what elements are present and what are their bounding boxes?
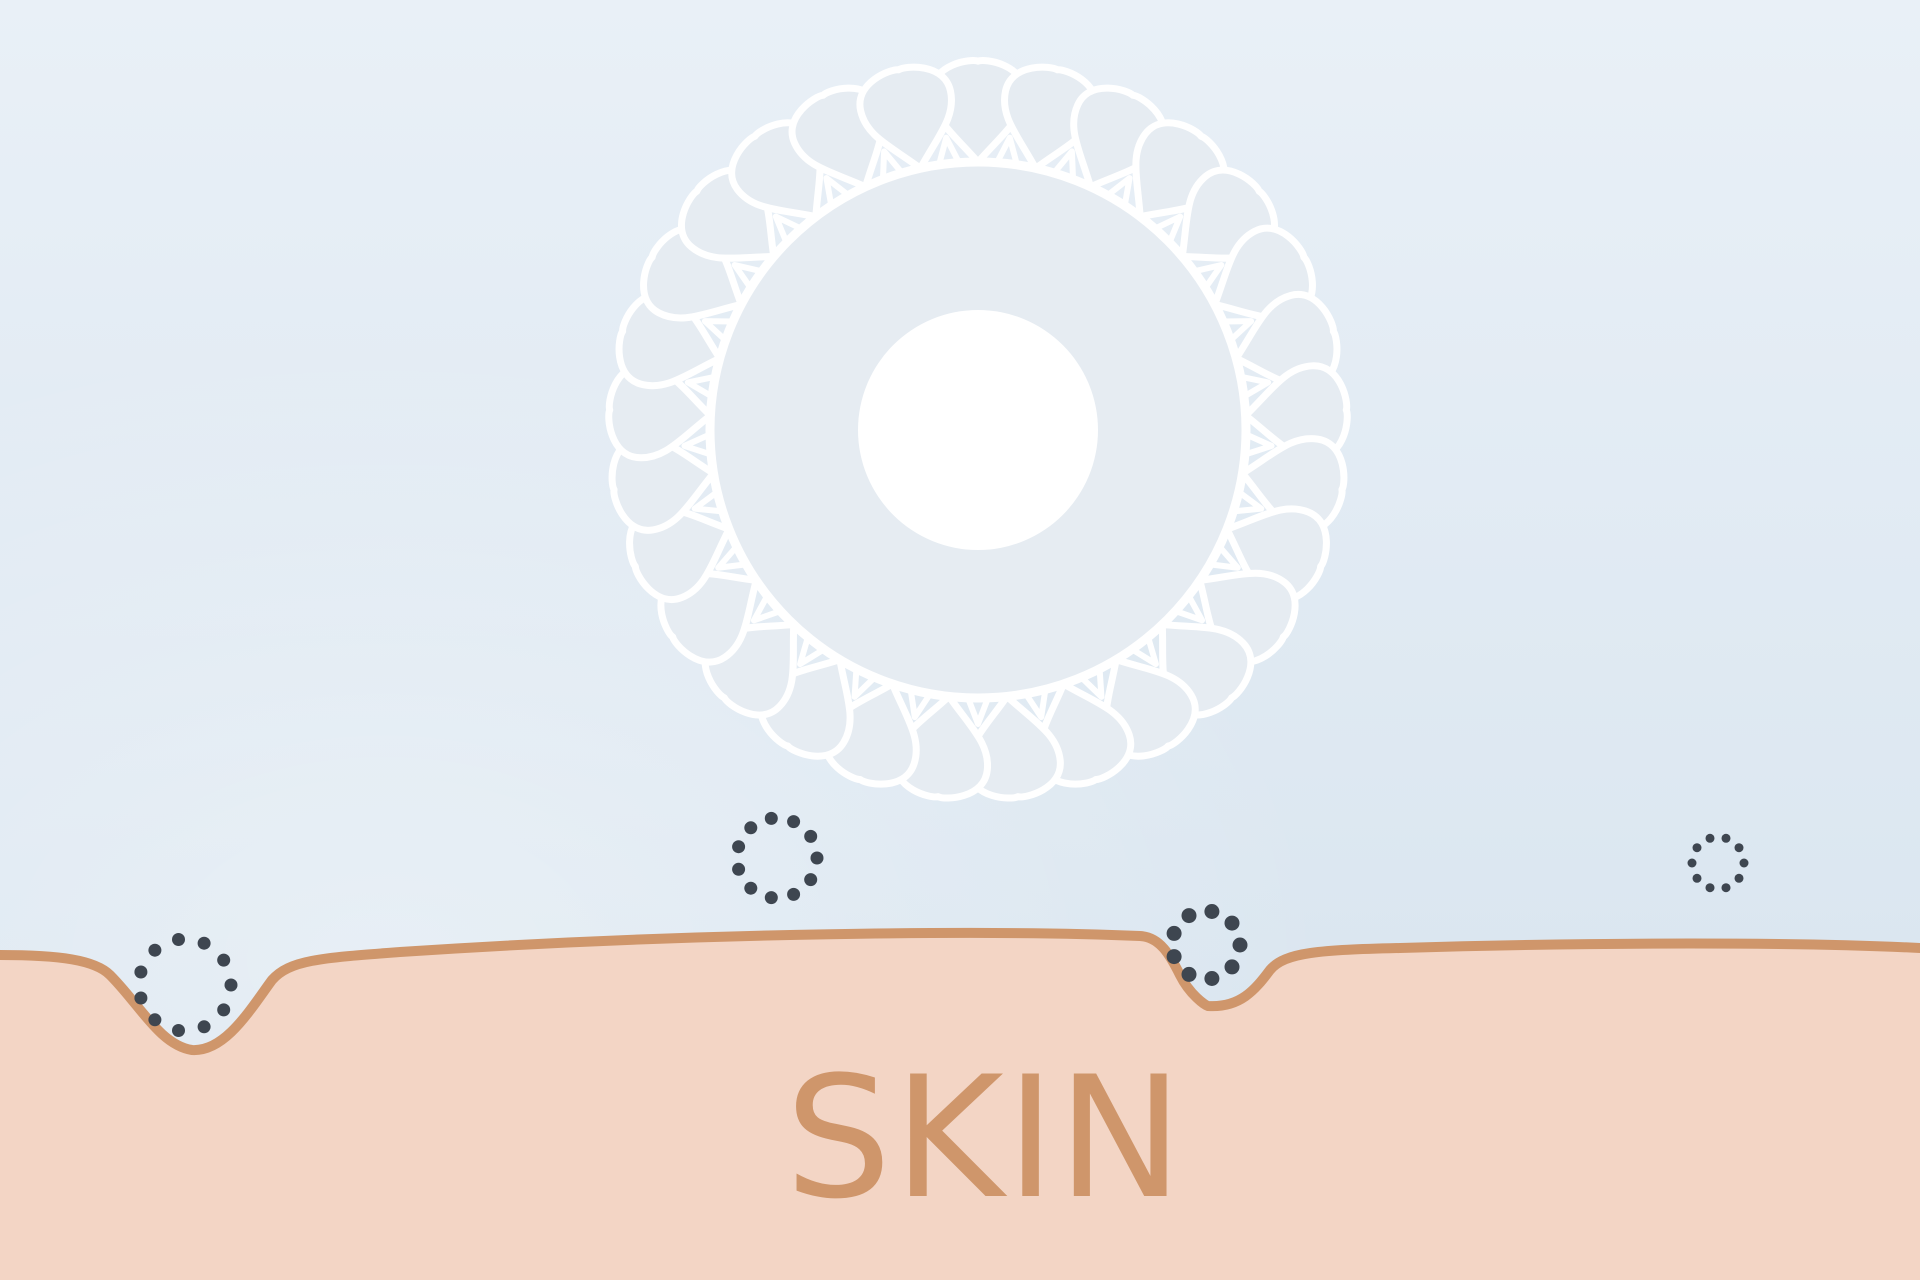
- micelle-tail: [715, 544, 747, 571]
- dirt-dot: [134, 991, 148, 1005]
- micelle-tail: [936, 134, 962, 166]
- dirt-dot: [764, 891, 778, 905]
- micelle-tail: [1223, 318, 1255, 343]
- dirt-dot: [1166, 925, 1182, 941]
- particle-in-pore-right: [1166, 904, 1248, 986]
- micelle-tail: [1130, 636, 1159, 668]
- dirt-dot: [804, 873, 818, 887]
- dirt-dot: [217, 953, 231, 967]
- dirt-dot: [148, 1013, 162, 1027]
- dirt-dot: [1204, 904, 1220, 919]
- dirt-dot: [172, 1024, 185, 1037]
- dirt-dot: [1166, 949, 1182, 965]
- dirt-dot: [1232, 937, 1248, 953]
- micelle-tail: [797, 636, 826, 668]
- dirt-dot: [1687, 858, 1697, 868]
- dirt-dot: [1734, 843, 1744, 853]
- micelle-tail: [684, 373, 716, 400]
- dirt-dot: [1692, 873, 1702, 883]
- dirt-dot: [744, 881, 758, 895]
- dirt-dot: [1721, 883, 1731, 893]
- particle-in-pore-left: [134, 933, 238, 1037]
- micelle-tail: [851, 668, 877, 700]
- dirt-dot: [764, 811, 778, 825]
- dirt-dot: [810, 851, 824, 865]
- dirt-dot: [787, 815, 801, 829]
- micelle-core: [858, 310, 1098, 550]
- micelle-tail: [731, 262, 763, 290]
- dirt-dot: [1224, 915, 1240, 931]
- micelle-tail: [1023, 689, 1049, 721]
- skin-label: SKIN: [785, 1040, 1185, 1236]
- micelle-tail: [1240, 373, 1272, 400]
- micelle-tail: [823, 175, 851, 207]
- micelle-tail: [1079, 668, 1105, 700]
- micelle-tail: [681, 431, 712, 458]
- dirt-dot: [1734, 873, 1744, 883]
- micelle-head: [856, 63, 955, 172]
- micelle-hydrophilic-heads: [605, 57, 1351, 802]
- micelle-tail: [1193, 262, 1225, 290]
- particle-free-right: [1687, 833, 1749, 893]
- dirt-dot: [197, 1020, 211, 1034]
- dirt-dot: [1224, 959, 1240, 975]
- dirt-dot: [172, 933, 185, 946]
- micelle-tail: [750, 594, 782, 624]
- micelle-tail: [1244, 431, 1275, 458]
- skin-surface: [0, 933, 1920, 1280]
- micelle-tail: [1209, 544, 1241, 571]
- micelle-tail: [1233, 489, 1265, 515]
- micelle-tail: [1051, 148, 1077, 180]
- micelle-tail: [772, 213, 803, 244]
- micelle-tail: [907, 689, 933, 721]
- dirt-particles: [134, 811, 1749, 1037]
- dirt-dot: [1692, 843, 1702, 853]
- micelle-tail: [691, 489, 723, 515]
- micelle-tail: [994, 134, 1020, 166]
- dirt-dot: [1204, 971, 1220, 986]
- skin-outline: [0, 928, 1920, 1055]
- micelle-tail: [1174, 594, 1206, 624]
- dirt-dot: [804, 829, 818, 843]
- dirt-dot: [1181, 966, 1197, 982]
- micelle: [605, 57, 1351, 802]
- dirt-dot: [197, 936, 211, 950]
- micelle-tail: [965, 696, 991, 727]
- micelle-tail: [879, 148, 905, 180]
- dirt-dot: [1705, 833, 1715, 843]
- micelle-tail: [1153, 213, 1184, 244]
- dirt-dot: [148, 943, 162, 957]
- dirt-dot: [217, 1003, 231, 1017]
- dirt-dot: [732, 862, 746, 876]
- dirt-dot: [732, 840, 746, 854]
- dirt-dot: [1739, 858, 1749, 868]
- dirt-dot: [1181, 908, 1197, 924]
- micelle-tail: [701, 318, 733, 343]
- particle-free-left: [732, 811, 824, 905]
- dirt-dot: [134, 965, 148, 979]
- dirt-dot: [744, 821, 758, 835]
- micelle-tail: [1105, 175, 1133, 207]
- dirt-dot: [787, 887, 801, 901]
- dirt-dot: [1721, 833, 1731, 843]
- dirt-dot: [224, 978, 238, 992]
- micelle-tails: [681, 134, 1275, 727]
- dirt-dot: [1705, 883, 1715, 893]
